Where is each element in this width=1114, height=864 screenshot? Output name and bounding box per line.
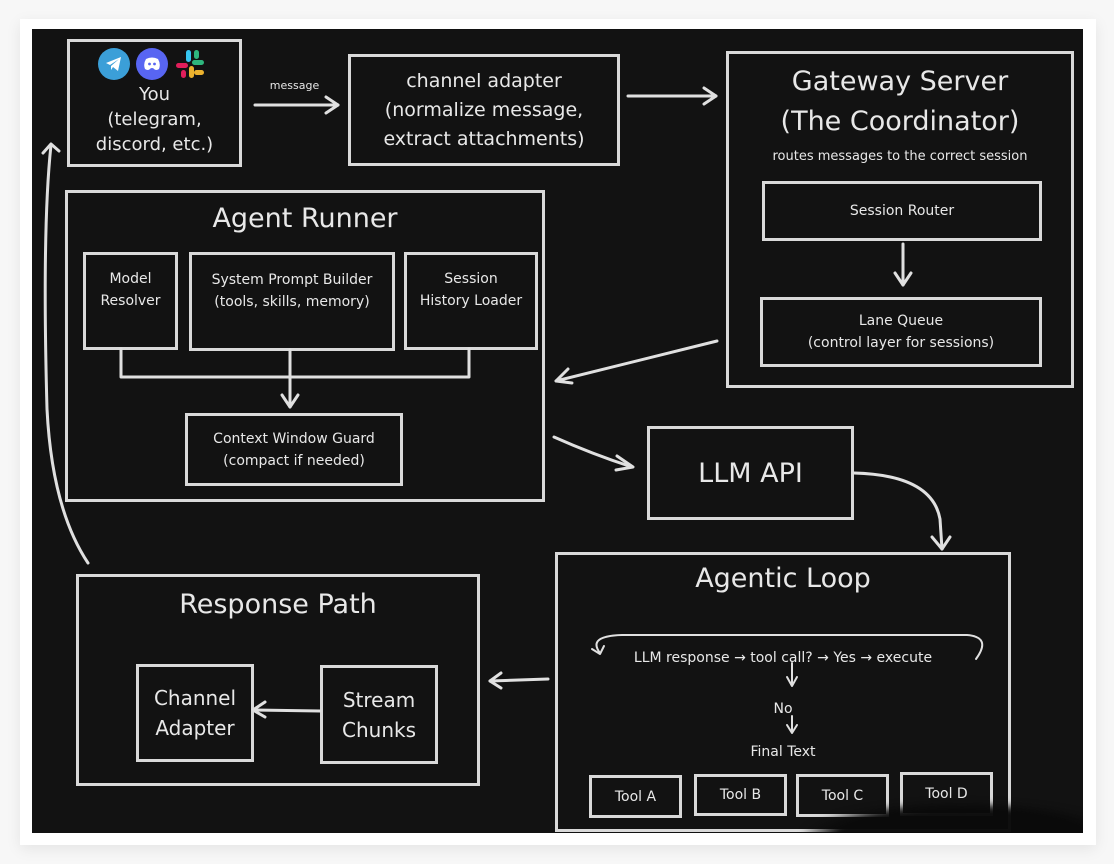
system-prompt-builder-node: System Prompt Builder (tools, skills, me… [189, 252, 395, 351]
response-channel-adapter-node: Channel Adapter [136, 664, 254, 762]
tool-a-label: Tool A [614, 788, 657, 805]
final-text-label: Final Text [750, 744, 816, 760]
arrow-you-to-channel-adapter [253, 95, 340, 115]
context-window-guard-label: Context Window Guard (compact if needed) [213, 430, 375, 469]
arrow-agentic-loop-to-response-path [488, 671, 550, 690]
context-window-guard-node: Context Window Guard (compact if needed) [185, 413, 403, 486]
stream-chunks-label: Stream Chunks [342, 687, 416, 742]
llm-api-label: LLM API [698, 457, 803, 489]
arrow-llm-api-to-agentic-loop [852, 471, 952, 551]
agentic-loop-flow: LLM response → tool call? → Yes → execut… [633, 650, 933, 666]
slack-icon [174, 48, 206, 80]
tool-b-node: Tool B [694, 774, 787, 816]
agentic-loop-node: Agentic Loop LLM response → tool call? →… [555, 552, 1011, 832]
gateway-title: Gateway Server (The Coordinator) [780, 66, 1020, 137]
no-label: No [773, 701, 793, 717]
system-prompt-builder-label: System Prompt Builder (tools, skills, me… [211, 271, 373, 310]
message-edge-label: message [269, 79, 320, 92]
arrow-agent-runner-to-llm-api [552, 435, 635, 472]
gateway-server-node: Gateway Server (The Coordinator) routes … [726, 51, 1074, 388]
stream-chunks-node: Stream Chunks [320, 665, 438, 764]
tool-b-label: Tool B [719, 787, 762, 803]
agent-runner-node: Agent Runner Model Resolver System Promp… [65, 190, 545, 502]
model-resolver-node: Model Resolver [83, 252, 178, 350]
lane-queue-node: Lane Queue (control layer for sessions) [760, 297, 1042, 367]
model-resolver-label: Model Resolver [100, 271, 161, 309]
llm-api-node: LLM API [647, 426, 854, 520]
gateway-subtitle: routes messages to the correct session [772, 149, 1028, 164]
arrow-channel-adapter-to-gateway [626, 86, 718, 106]
channel-adapter-node: channel adapter (normalize message, extr… [348, 54, 620, 166]
arrow-gateway-to-agent-runner [554, 339, 719, 385]
telegram-icon [98, 48, 130, 80]
messaging-icons [98, 48, 206, 80]
tool-d-label: Tool D [925, 786, 968, 802]
tool-c-label: Tool C [821, 787, 864, 804]
session-router-node: Session Router [762, 181, 1042, 241]
user-node-label: You (telegram, discord, etc.) [95, 84, 214, 155]
user-node: You (telegram, discord, etc.) [67, 39, 242, 167]
channel-adapter-label: channel adapter (normalize message, extr… [383, 69, 585, 150]
response-path-node: Response Path Channel Adapter Stream Chu… [76, 574, 480, 786]
redaction-smudge [802, 801, 1083, 833]
session-history-loader-label: Session History Loader [419, 271, 523, 309]
session-router-label: Session Router [849, 203, 955, 219]
lane-queue-label: Lane Queue (control layer for sessions) [807, 313, 995, 351]
session-history-loader-node: Session History Loader [404, 252, 538, 350]
diagram-canvas: You (telegram, discord, etc.) message ch… [32, 29, 1083, 833]
agent-runner-title: Agent Runner [212, 203, 398, 234]
discord-icon [136, 48, 168, 80]
agentic-loop-title: Agentic Loop [695, 563, 871, 594]
response-channel-adapter-label: Channel Adapter [153, 686, 237, 740]
response-path-title: Response Path [179, 589, 377, 620]
tool-a-node: Tool A [589, 775, 682, 818]
